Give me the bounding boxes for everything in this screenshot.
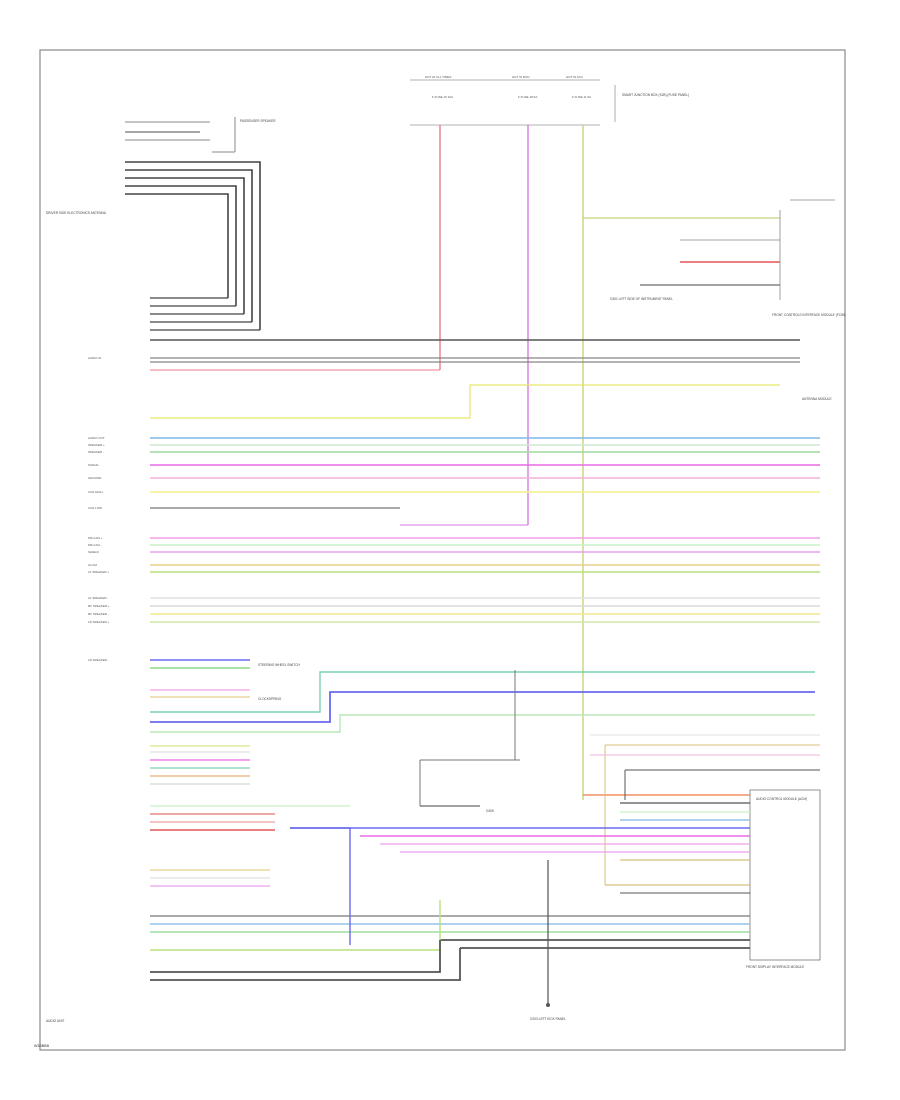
fuse-3-label: HOT IN ACC: [566, 75, 584, 79]
fuse-3-value: F FUSE 11 5A: [572, 95, 591, 99]
diagram-frame: [39, 49, 846, 1051]
pin-label: MS-CAN -: [88, 543, 102, 547]
front-controls-block: FRONT CONTROLS INTERFACE MODULE (FCIM) G…: [583, 199, 846, 317]
pin-label: LF SPEAKER -: [88, 596, 108, 600]
pin-label: ILLUM: [88, 563, 97, 567]
fuse-box-label: SMART JUNCTION BOX (SJB) (FUSE PANEL): [622, 93, 689, 97]
audio-module-label: AUDIO CONTROL MODULE (ACM): [756, 797, 807, 801]
front-controls-label: FRONT CONTROLS INTERFACE MODULE (FCIM): [772, 313, 846, 317]
pin-label: LR SPEAKER -: [88, 658, 109, 662]
audio-module: FRONT DISPLAY INTERFACE MODULE AUDIO CON…: [150, 734, 821, 969]
speaker-left-label: DRIVER SIDE ELECTRONICS ANTENNA: [46, 211, 107, 215]
pin-label: GROUND: [88, 476, 102, 480]
clockspring-label: CLOCKSPRING: [258, 697, 282, 701]
speaker-top-block: PASSENGER SPEAKER: [125, 117, 276, 153]
left-bundle: DRIVER SIDE ELECTRONICS ANTENNA: [46, 161, 261, 331]
fuse-1-value: F FUSE 15 10A: [432, 95, 453, 99]
ground-main-label: G203 LEFT KICK PANEL: [530, 1017, 566, 1021]
pin-label: SPEAKER +: [88, 443, 105, 447]
fuse-box-connectors: SMART JUNCTION BOX (SJB) (FUSE PANEL) HO…: [410, 75, 689, 126]
pin-label: RF SPEAKER +: [88, 604, 110, 608]
pin-label: AUDIO OUT: [88, 436, 105, 440]
audio-unit-label: AUDIO UNIT: [46, 1019, 64, 1023]
steering-switch-label: STEERING WHEEL SWITCH: [258, 663, 301, 667]
pin-label: LF SPEAKER +: [88, 570, 109, 574]
footer-code: W3BBBB: [34, 1044, 50, 1048]
pin-label: SPEAKER -: [88, 450, 104, 454]
pin-label: CAN LOW: [88, 506, 102, 510]
main-harness: ANTENNA MODULE: [150, 339, 832, 623]
steering-switch-runs: STEERING WHEEL SWITCH CLOCKSPRING: [150, 659, 815, 831]
power-feeds: [150, 125, 584, 800]
pin-label: SHIELD: [88, 550, 100, 554]
pin-label: MS-CAN +: [88, 536, 103, 540]
fuse-2-label: HOT IN RUN: [512, 75, 529, 79]
pin-label: RF SPEAKER -: [88, 612, 109, 616]
ground-g1-label: G301 LEFT SIDE OF INSTRUMENT PANEL: [610, 297, 673, 301]
ground-g2-label: G305: [486, 809, 494, 813]
pin-label: LR SPEAKER +: [88, 620, 110, 624]
fuse-1-label: HOT AT ALL TIMES: [425, 75, 451, 79]
speaker-top-label: PASSENGER SPEAKER: [240, 119, 276, 123]
pin-label: SIGNAL: [88, 463, 99, 467]
main-ground: G203 LEFT KICK PANEL: [530, 860, 566, 1021]
antenna-label: ANTENNA MODULE: [802, 397, 832, 401]
pin-label: AUDIO IN: [88, 356, 101, 360]
audio-unit-runs: AUDIO UNIT: [46, 827, 461, 1023]
fuse-2-value: F FUSE 18 5A: [518, 95, 537, 99]
center-ground: G305: [419, 670, 520, 813]
pin-label: CAN HIGH: [88, 490, 103, 494]
front-display-label: FRONT DISPLAY INTERFACE MODULE: [746, 965, 804, 969]
